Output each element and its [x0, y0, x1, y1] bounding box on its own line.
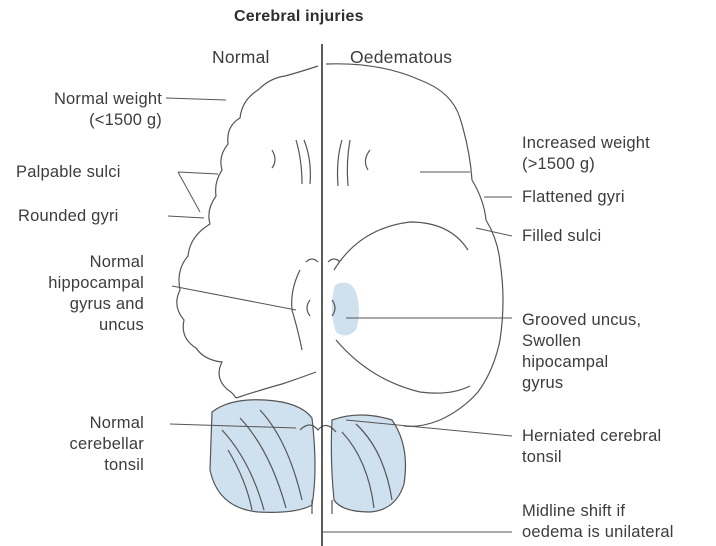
label-midline-shift: Midline shift if oedema is unilateral [522, 501, 674, 543]
header-normal: Normal [212, 47, 270, 68]
label-normal-tonsil: Normal cerebellar tonsil [70, 413, 144, 476]
header-oedematous: Oedematous [350, 47, 452, 68]
left-tonsil-shading [210, 400, 315, 513]
right-tonsil-shading [331, 415, 405, 512]
label-filled-sulci: Filled sulci [522, 226, 601, 247]
label-increased-weight: Increased weight (>1500 g) [522, 133, 650, 175]
label-palpable-sulci: Palpable sulci [16, 162, 121, 183]
grooved-uncus-shading [332, 283, 359, 336]
label-rounded-gyri: Rounded gyri [18, 206, 119, 227]
label-flattened-gyri: Flattened gyri [522, 187, 625, 208]
diagram-title: Cerebral injuries [234, 6, 364, 27]
label-normal-hippocampal: Normal hippocampal gyrus and uncus [48, 252, 144, 336]
label-herniated-tonsil: Herniated cerebral tonsil [522, 426, 661, 468]
label-normal-weight: Normal weight (<1500 g) [54, 89, 162, 131]
label-grooved-uncus: Grooved uncus, Swollen hipocampal gyrus [522, 310, 641, 394]
